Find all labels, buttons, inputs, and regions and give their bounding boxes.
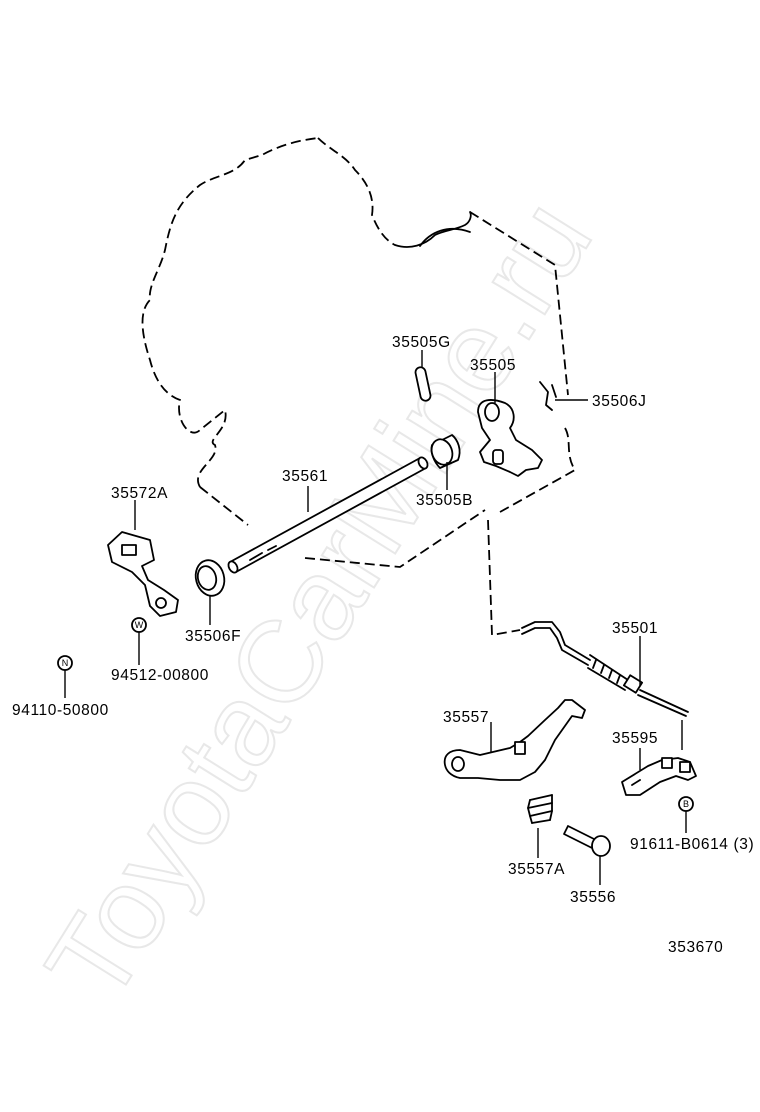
nut-marker-w: W — [131, 617, 147, 633]
label-35505: 35505 — [470, 357, 516, 374]
label-35556: 35556 — [570, 889, 616, 906]
svg-text:N: N — [62, 658, 69, 668]
label-35505b: 35505B — [416, 492, 473, 509]
shift-lever-35505 — [477, 399, 543, 477]
clip-35506j — [539, 381, 557, 411]
shift-cable-35501 — [521, 621, 689, 717]
label-94110-50800: 94110-50800 — [12, 702, 109, 719]
label-35506f: 35506F — [185, 628, 241, 645]
label-35505g: 35505G — [392, 334, 451, 351]
shift-shaft-35561 — [227, 456, 429, 574]
label-35501: 35501 — [612, 620, 658, 637]
nut-marker-n: N — [57, 655, 73, 671]
spring-35557a — [527, 794, 553, 824]
bolt-marker-b: B — [678, 796, 694, 812]
transmission-housing-outline — [141, 137, 577, 637]
pin-35556 — [563, 825, 611, 857]
label-35561: 35561 — [282, 468, 328, 485]
leader-lines — [64, 350, 687, 885]
label-94512-00800: 94512-00800 — [111, 667, 209, 684]
label-35557a: 35557A — [508, 861, 565, 878]
diagram-reference-number: 353670 — [668, 939, 723, 956]
label-35557: 35557 — [443, 709, 489, 726]
label-35506j: 35506J — [592, 393, 646, 410]
bushing-35505b — [430, 434, 461, 469]
watermark: ToyotaCarMine.ru — [21, 178, 616, 1023]
control-lever-35572a — [107, 531, 179, 617]
label-91611-b0614: 91611-B0614(3) — [630, 836, 754, 853]
label-35595: 35595 — [612, 730, 658, 747]
svg-text:B: B — [683, 799, 689, 809]
label-35572a: 35572A — [111, 485, 168, 502]
lever-35557 — [443, 699, 586, 781]
bracket-35595 — [621, 757, 697, 796]
oil-seal-35506f — [194, 559, 226, 597]
pin-35505g — [414, 366, 432, 402]
svg-text:W: W — [135, 620, 144, 630]
